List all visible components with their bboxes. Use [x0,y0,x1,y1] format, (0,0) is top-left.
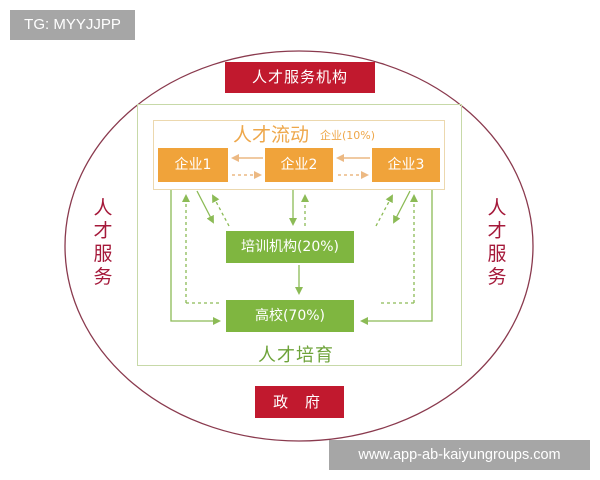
flow-frame [153,120,445,190]
url-badge: www.app-ab-kaiyungroups.com [329,440,590,470]
enterprise-2-box: 企业2 [265,148,333,182]
government-box: 政 府 [255,386,344,418]
tag-badge: TG: MYYJJPP [10,10,135,40]
enterprise-3-box: 企业3 [372,148,440,182]
talent-flow-title: 人才流动 [233,124,310,146]
cultivation-frame [137,104,462,366]
talent-flow-subtitle: 企业(10%) [320,129,376,142]
service-ellipse [64,50,534,442]
talent-cultivation-label: 人才培育 [258,345,334,366]
talent-service-agency-box: 人才服务机构 [225,62,375,93]
enterprise-1-box: 企业1 [158,148,228,182]
university-box: 高校(70%) [226,300,354,332]
training-institution-box: 培训机构(20%) [226,231,354,263]
talent-service-left-label: 人才服务 [93,197,113,288]
talent-service-right-label: 人才服务 [487,197,507,288]
